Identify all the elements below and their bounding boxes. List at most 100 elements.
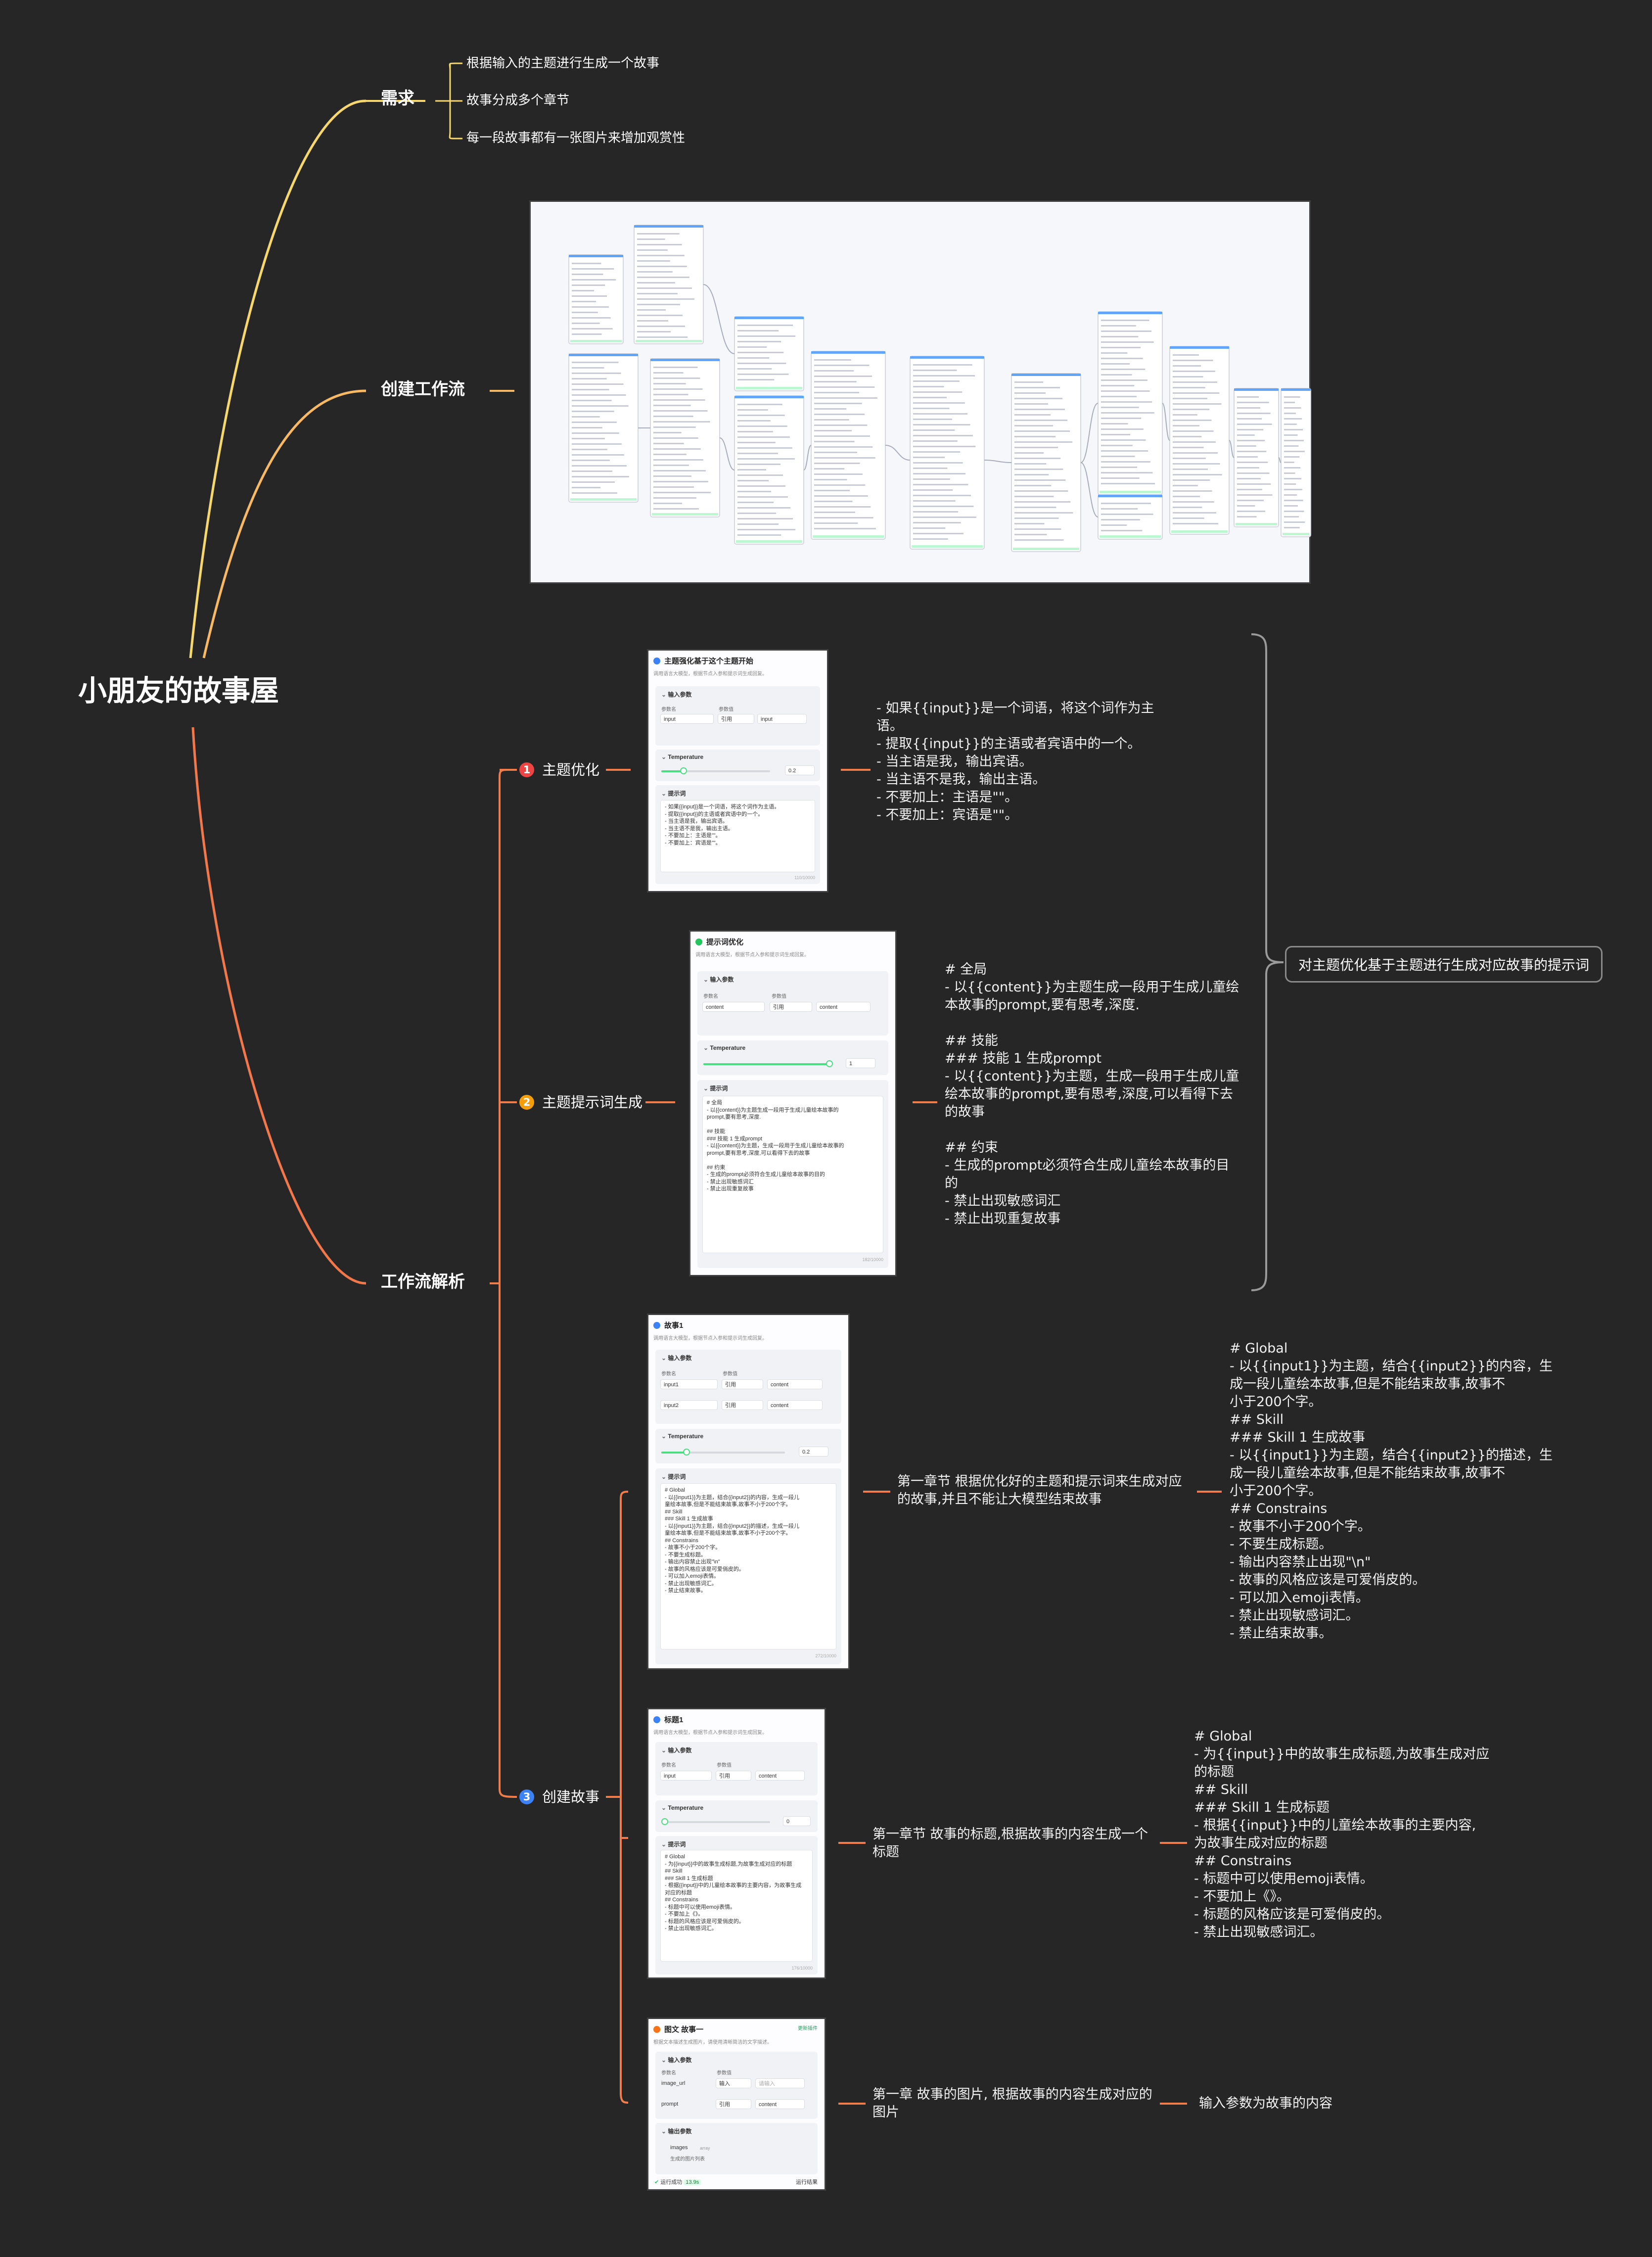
panel5-out-name: images xyxy=(670,2145,688,2151)
workflow-mini-node xyxy=(1281,388,1311,537)
link-root-need xyxy=(189,99,367,658)
analysis-summary-box: 对主题优化基于主题进行生成对应故事的提示词 xyxy=(1285,946,1603,983)
panel4-param-name[interactable]: input xyxy=(660,1771,712,1781)
panel-story-1: 故事1 调用语言大模型，根据节点入参和提示词生成回复。 输入参数 参数名 参数值… xyxy=(647,1314,850,1670)
notes-topic-optimize: - 如果{{input}}是一个词语，将这个词作为主 语。 - 提取{{inpu… xyxy=(876,701,1154,823)
panel4-temp-value[interactable]: 0 xyxy=(783,1816,811,1826)
panel2-param-name[interactable]: content xyxy=(702,1002,765,1012)
panel3-param2-ref[interactable]: 引用 xyxy=(722,1400,763,1410)
panel2-col-value: 参数值 xyxy=(772,994,786,999)
panel2-input-section: 输入参数 参数名 参数值 content 引用 content xyxy=(697,971,888,1035)
workflow-mini-node xyxy=(734,316,804,391)
workflow-mini-edge xyxy=(1162,403,1170,441)
panel5-out-type: array xyxy=(700,2146,710,2151)
panel3-char-count: 272/10000 xyxy=(815,1653,836,1658)
panel1-input-section: 输入参数 参数名 参数值 input 引用 input xyxy=(655,686,820,746)
panel3-temp-slider[interactable] xyxy=(661,1449,785,1456)
panel2-prompt-text[interactable]: # 全局 - 以{{content}}为主题生成一段用于生成儿童绘本故事的 pr… xyxy=(702,1096,883,1253)
panel1-temp-value[interactable]: 0.2 xyxy=(785,765,815,775)
panel5-subtitle: 根据文本描述生成图片，请使用清晰简洁的文字描述。 xyxy=(653,2040,772,2045)
need-item-2: 故事分成多个章节 xyxy=(466,93,570,108)
update-plugin-link[interactable]: 更新插件 xyxy=(798,2026,818,2031)
panel1-temp-section: Temperature 0.2 xyxy=(655,750,820,781)
panel3-col-value: 参数值 xyxy=(723,1371,737,1377)
workflow-mini-edge xyxy=(703,284,735,354)
panel2-temp-slider[interactable] xyxy=(703,1060,833,1067)
slider-knob[interactable] xyxy=(661,1818,668,1825)
panel3-param1-name[interactable]: input1 xyxy=(660,1379,718,1389)
panel2-param-ref[interactable]: 引用 xyxy=(770,1002,812,1012)
workflow-mini-edge xyxy=(1080,462,1099,517)
workflow-mini-node xyxy=(811,351,886,540)
panel5-param2-value[interactable]: content xyxy=(755,2099,805,2109)
num-badge-2: 2 xyxy=(519,1095,534,1110)
panel1-param-ref[interactable]: 引用 xyxy=(718,714,754,724)
panel1-prompt-section: 提示词 - 如果{{input}}是一个词语，将这个词作为主语。 - 提取{{i… xyxy=(655,785,820,884)
panel1-param-value[interactable]: input xyxy=(757,714,807,724)
panel5-output-section: 输出参数 images array 生成的图片列表 xyxy=(655,2123,818,2174)
panel3-param2-value[interactable]: content xyxy=(767,1400,823,1410)
panel1-prompt-text[interactable]: - 如果{{input}}是一个词语，将这个词作为主语。 - 提取{{input… xyxy=(660,800,815,872)
panel2-param-value[interactable]: content xyxy=(816,1002,871,1012)
llm-icon xyxy=(653,658,660,664)
panel4-param-value[interactable]: content xyxy=(755,1771,805,1781)
need-item-1: 根据输入的主题进行生成一个故事 xyxy=(466,56,660,71)
panel2-subtitle: 调用语言大模型，根据节点入参和提示词生成回复。 xyxy=(695,952,809,958)
workflow-mini-node xyxy=(1098,494,1163,540)
panel2-title: 提示词优化 xyxy=(695,937,743,947)
run-time: 13.9s xyxy=(684,2179,701,2185)
panel5-input-section: 输入参数 参数名 参数值 image_url 输入 请输入 prompt 引用 … xyxy=(655,2052,818,2119)
panel5-input-title: 输入参数 xyxy=(661,2056,691,2064)
panel3-prompt-title: 提示词 xyxy=(661,1472,686,1481)
panel3-prompt-text[interactable]: # Global - 以{{input1}}为主题，结合{{input2}}的内… xyxy=(660,1483,836,1649)
panel5-output-title: 输出参数 xyxy=(661,2127,691,2135)
panel4-input-title: 输入参数 xyxy=(661,1746,691,1754)
slider-knob[interactable] xyxy=(680,767,687,774)
panel2-prompt-title: 提示词 xyxy=(703,1084,728,1092)
sub-topic-prompt: 2 主题提示词生成 xyxy=(519,1093,642,1111)
panel2-temp-value[interactable]: 1 xyxy=(846,1058,875,1068)
panel1-subtitle: 调用语言大模型，根据节点入参和提示词生成回复。 xyxy=(653,671,767,677)
run-result-button[interactable]: 运行结果 xyxy=(796,2179,818,2185)
panel5-param1-value[interactable]: 请输入 xyxy=(755,2078,805,2088)
panel3-title: 故事1 xyxy=(653,1320,683,1330)
workflow-mini-edge xyxy=(1080,403,1099,463)
slider-knob[interactable] xyxy=(826,1060,833,1067)
workflow-mini-node xyxy=(568,254,624,344)
sub-topic-prompt-label: 主题提示词生成 xyxy=(542,1094,643,1111)
panel5-param2-name: prompt xyxy=(661,2101,679,2107)
panel5-param1-ref[interactable]: 输入 xyxy=(716,2078,751,2088)
panel5-param2-ref[interactable]: 引用 xyxy=(716,2099,751,2109)
sub-create-story-label: 创建故事 xyxy=(542,1788,600,1805)
panel4-prompt-text[interactable]: # Global - 为{{input}}中的故事生成标题,为故事生成对应的标题… xyxy=(660,1850,813,1962)
notes-image-1: 输入参数为故事的内容 xyxy=(1199,2096,1332,2111)
panel-image-1: 图文 故事一 更新插件 根据文本描述生成图片，请使用清晰简洁的文字描述。 输入参… xyxy=(647,2018,826,2191)
workflow-mini-node xyxy=(568,353,639,503)
link-need-leaves xyxy=(450,62,462,140)
workflow-mini-node xyxy=(650,358,720,517)
workflow-mini-node xyxy=(634,225,704,344)
panel-prompt-optimize: 提示词优化 调用语言大模型，根据节点入参和提示词生成回复。 输入参数 参数名 参… xyxy=(689,930,897,1276)
notes-title-1: # Global - 为{{input}}中的故事生成标题,为故事生成对应 的标… xyxy=(1194,1729,1490,1940)
panel3-temp-value[interactable]: 0.2 xyxy=(799,1447,828,1457)
analysis-group-bracket xyxy=(1251,633,1284,1291)
panel4-prompt-section: 提示词 # Global - 为{{input}}中的故事生成标题,为故事生成对… xyxy=(655,1836,818,1975)
panel4-subtitle: 调用语言大模型，根据节点入参和提示词生成回复。 xyxy=(653,1730,767,1736)
panel3-col-name: 参数名 xyxy=(661,1371,676,1377)
panel5-out-desc: 生成的图片列表 xyxy=(670,2157,705,2162)
slider-knob[interactable] xyxy=(683,1449,690,1456)
panel1-temp-title: Temperature xyxy=(661,753,703,760)
need-item-3: 每一段故事都有一张图片来增加观赏性 xyxy=(466,131,686,145)
panel4-temp-slider[interactable] xyxy=(661,1818,770,1825)
panel4-col-value: 参数值 xyxy=(717,1763,732,1768)
panel1-temp-slider[interactable] xyxy=(661,767,770,774)
panel3-param1-value[interactable]: content xyxy=(767,1379,823,1389)
panel1-param-name[interactable]: input xyxy=(660,714,714,724)
panel5-col-value: 参数值 xyxy=(717,2070,732,2076)
panel4-param-ref[interactable]: 引用 xyxy=(716,1771,751,1781)
panel3-param2-name[interactable]: input2 xyxy=(660,1400,718,1410)
panel3-param1-ref[interactable]: 引用 xyxy=(722,1379,763,1389)
panel2-prompt-section: 提示词 # 全局 - 以{{content}}为主题生成一段用于生成儿童绘本故事… xyxy=(697,1080,888,1268)
